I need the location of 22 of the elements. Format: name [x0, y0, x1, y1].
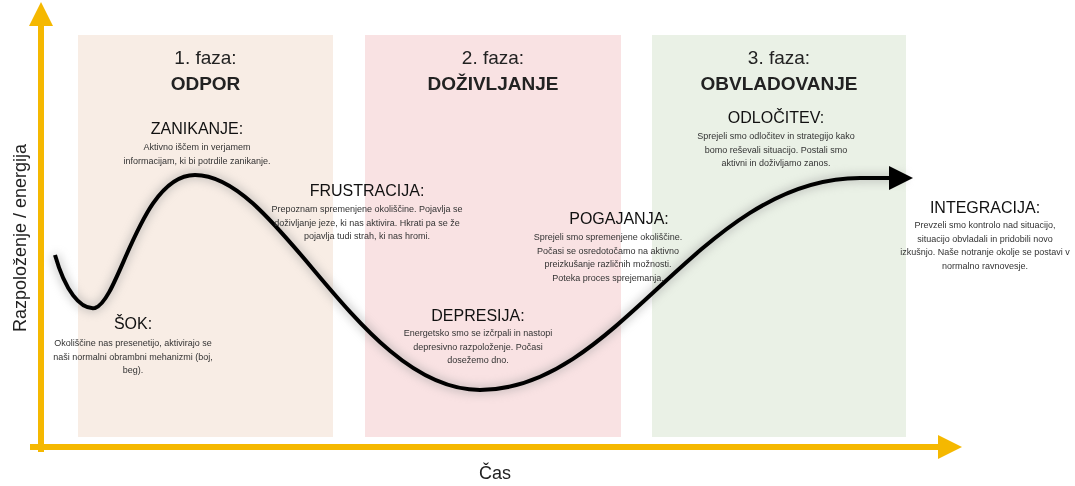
- stage-heading: DEPRESIJA:: [430, 306, 526, 326]
- stage-description: Aktivno iščem in verjamem informacijam, ki bi potrdile zanikanje.: [122, 141, 272, 168]
- phase-title: OBVLADOVANJE: [700, 72, 858, 96]
- axis-label: Razpoloženje / energija: [8, 143, 31, 333]
- stage-heading: POGAJANJA:: [568, 209, 670, 229]
- stage-heading: ŠOK:: [112, 313, 154, 334]
- phase-number: 3. faza:: [747, 46, 811, 70]
- phase-number: 2. faza:: [461, 46, 525, 70]
- stage-description: Energetsko smo se izčrpali in nastopi depresivno razpoloženje. Počasi dosežemo dno.: [402, 327, 554, 367]
- stage-description: Okoliščine nas presenetijo, aktivirajo se naši normalni obrambni mehanizmi (boj, beg).: [52, 337, 214, 377]
- stage-description: Prepoznam spremenjene okoliščine. Pojavlja se doživljanje jeze, ki nas aktivira. Hkrati pa se že pojavlja tudi strah, ki nas hromi.: [270, 203, 464, 243]
- stage-description: Sprejeli smo spremenjene okoliščine. Počasi se osredotočamo na aktivno preizkušanje različnih možnosti. Poteka proces sprejemanja.: [533, 231, 683, 285]
- stage-heading: ZANIKANJE:: [149, 119, 245, 139]
- phase-number: 1. faza:: [174, 46, 237, 70]
- axis-label: Čas: [479, 461, 511, 485]
- stage-heading: ODLOČITEV:: [726, 107, 826, 128]
- stage-heading: FRUSTRACIJA:: [308, 181, 426, 201]
- phase-title: ODPOR: [170, 72, 241, 96]
- stage-heading: INTEGRACIJA:: [928, 198, 1042, 218]
- phase-title: DOŽIVLJANJE: [427, 72, 559, 96]
- stage-description: Sprejeli smo odločitev in strategijo kako bomo reševali situacijo. Postali smo aktivni in doživljamo zanos.: [696, 130, 856, 170]
- stage-description: Prevzeli smo kontrolo nad situacijo, situacijo obvladali in pridobili novo izkušnjo. Naše notranje okolje se postavi v normalno ravnovesje.: [900, 219, 1070, 273]
